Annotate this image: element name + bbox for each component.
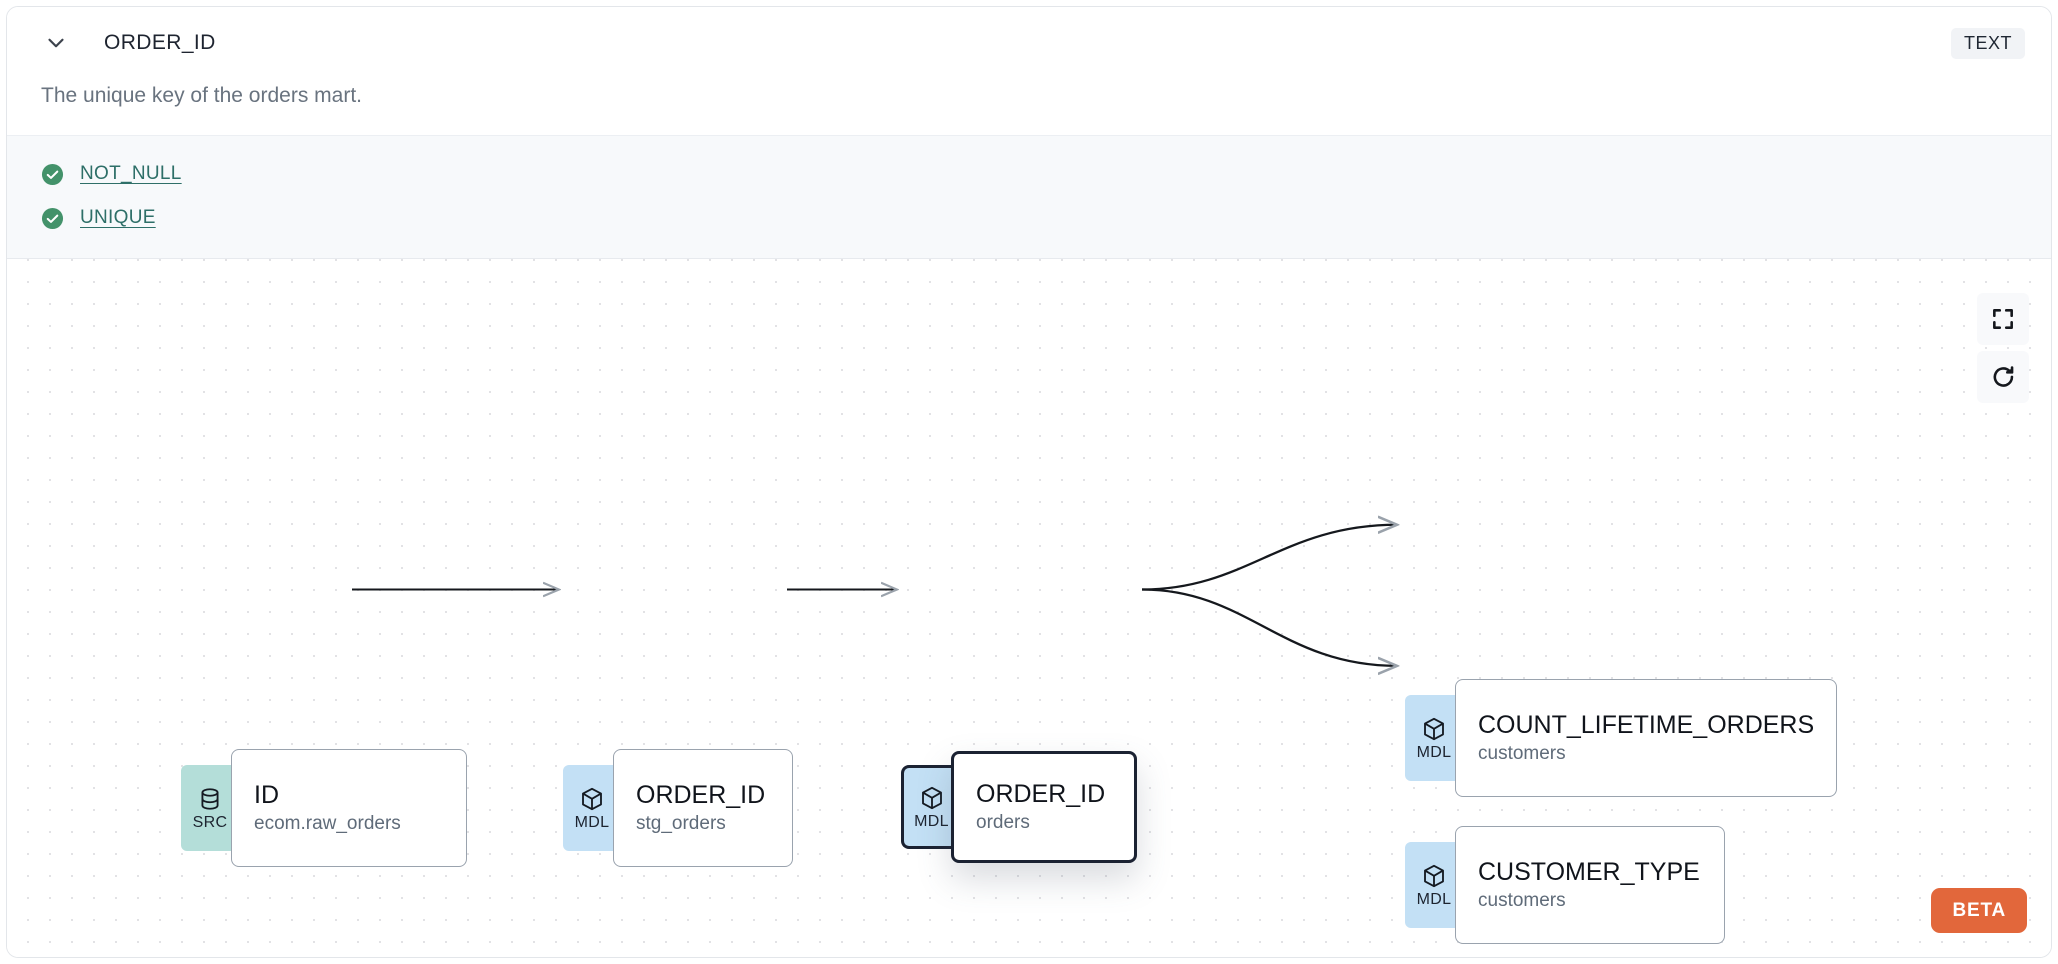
- node-badge-label: MDL: [1416, 890, 1452, 908]
- node-subtitle: stg_orders: [636, 813, 726, 835]
- column-description: The unique key of the orders mart.: [7, 79, 2051, 136]
- test-link-unique[interactable]: UNIQUE: [80, 207, 156, 229]
- graph-controls: [1977, 293, 2029, 404]
- lineage-node-customer-type[interactable]: MDL CUSTOMER_TYPE customers: [1405, 826, 1725, 945]
- cube-icon: [1424, 717, 1444, 740]
- node-body: CUSTOMER_TYPE customers: [1455, 826, 1725, 945]
- node-body: COUNT_LIFETIME_ORDERS customers: [1455, 679, 1837, 798]
- node-badge-label: MDL: [914, 812, 949, 830]
- beta-badge[interactable]: BETA: [1931, 888, 2027, 933]
- fit-view-button[interactable]: [1977, 293, 2029, 346]
- test-row: UNIQUE: [41, 196, 2017, 240]
- refresh-icon: [1993, 366, 2013, 387]
- node-body: ORDER_ID orders: [951, 751, 1137, 864]
- node-name: ORDER_ID: [976, 780, 1106, 809]
- page-title: ORDER_ID: [104, 31, 216, 54]
- cube-icon: [1424, 864, 1444, 887]
- node-badge-mdl: MDL: [901, 765, 959, 850]
- cube-icon: [582, 787, 602, 810]
- node-subtitle: ecom.raw_orders: [254, 813, 401, 835]
- column-detail-card: ORDER_ID TEXT The unique key of the orde…: [6, 6, 2052, 958]
- node-subtitle: orders: [976, 812, 1030, 834]
- node-subtitle: customers: [1478, 890, 1566, 912]
- node-name: CUSTOMER_TYPE: [1478, 858, 1700, 887]
- test-row: NOT_NULL: [41, 152, 2017, 196]
- cube-icon: [921, 786, 942, 809]
- node-name: ORDER_ID: [636, 781, 766, 810]
- node-badge-mdl: MDL: [563, 765, 621, 852]
- lineage-node-orders-order-id[interactable]: MDL ORDER_ID orders: [901, 751, 1137, 864]
- node-badge-label: MDL: [1416, 743, 1452, 761]
- lineage-node-stg-order-id[interactable]: MDL ORDER_ID stg_orders: [563, 749, 793, 868]
- node-name: ID: [254, 781, 279, 810]
- test-link-not-null[interactable]: NOT_NULL: [80, 163, 182, 185]
- lineage-node-count-lifetime-orders[interactable]: MDL COUNT_LIFETIME_ORDERS customers: [1405, 679, 1837, 798]
- lineage-node-id[interactable]: SRC ID ecom.raw_orders: [181, 749, 467, 868]
- lineage-graph[interactable]: SRC ID ecom.raw_orders MDL ORDER_ID stg_…: [7, 259, 2051, 957]
- node-badge-mdl: MDL: [1405, 842, 1463, 929]
- node-body: ORDER_ID stg_orders: [613, 749, 793, 868]
- fullscreen-icon: [1993, 309, 2013, 330]
- chevron-down-icon[interactable]: [41, 28, 71, 58]
- column-type-badge: TEXT: [1950, 28, 2025, 59]
- check-circle-icon: [41, 163, 64, 185]
- node-body: ID ecom.raw_orders: [231, 749, 467, 868]
- database-icon: [201, 788, 219, 810]
- tests-section: NOT_NULL UNIQUE: [7, 135, 2051, 260]
- node-badge-label: MDL: [574, 813, 610, 831]
- node-badge-label: SRC: [192, 813, 228, 831]
- check-circle-icon: [41, 207, 64, 229]
- node-name: COUNT_LIFETIME_ORDERS: [1478, 711, 1815, 740]
- reset-button[interactable]: [1977, 351, 2029, 404]
- card-header: ORDER_ID TEXT: [7, 7, 2051, 79]
- node-badge-src: SRC: [181, 765, 239, 852]
- node-badge-mdl: MDL: [1405, 695, 1463, 782]
- node-subtitle: customers: [1478, 743, 1566, 765]
